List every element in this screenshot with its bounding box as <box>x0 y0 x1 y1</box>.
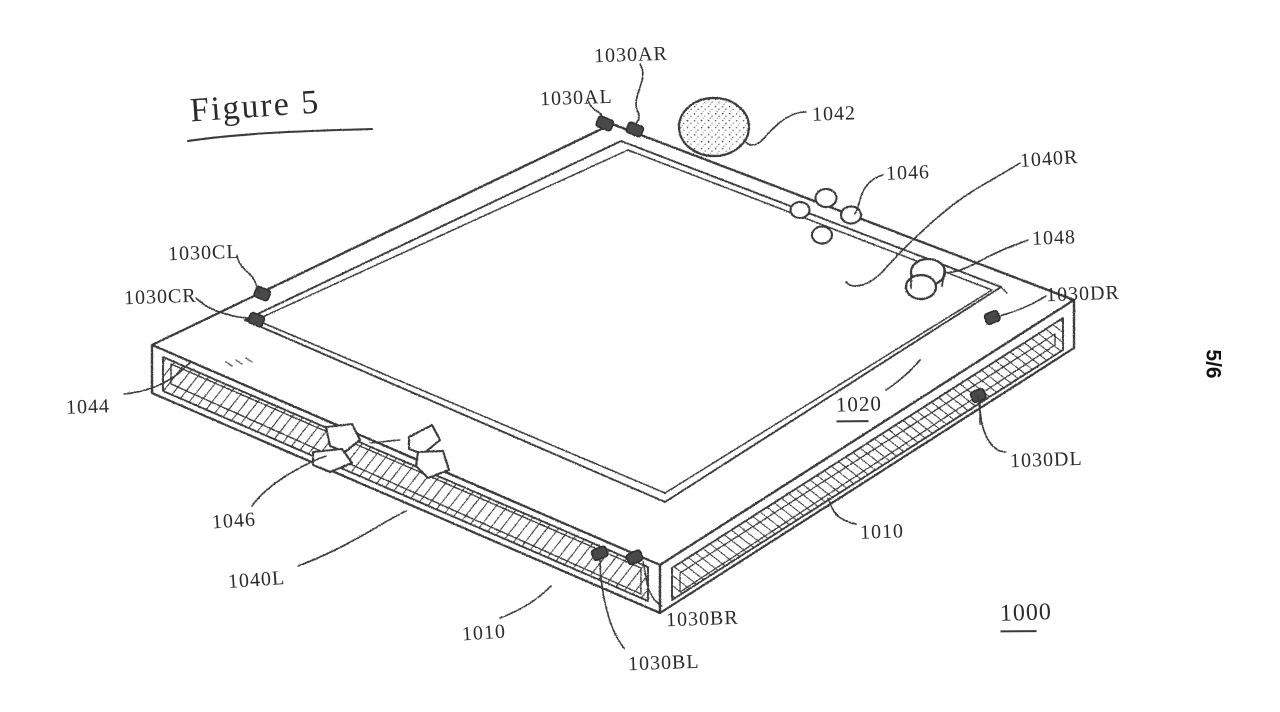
ref-1042-text: 1042 <box>811 102 857 126</box>
ref-1030dl-text: 1030DL <box>1009 447 1084 473</box>
ref-1048-text: 1048 <box>1031 226 1077 250</box>
right-bezel-panel <box>1000 286 1008 294</box>
ref-1030dl: 1030DL <box>1010 448 1083 474</box>
ref-1030cr-text: 1030CR <box>123 284 198 310</box>
ref-1030al-text: 1030AL <box>539 85 614 111</box>
ref-1000-underline <box>1000 630 1037 633</box>
ref-1040l-text: 1040L <box>227 567 286 593</box>
panel-micro-marks <box>225 357 253 367</box>
ref-1044: 1044 <box>66 395 111 420</box>
speaker-grille <box>677 96 751 158</box>
left-vent <box>162 356 649 602</box>
ref-1030al: 1030AL <box>540 86 613 112</box>
bottom-corner-right-marker <box>625 549 644 566</box>
ref-1010-r: 1010 <box>860 520 905 545</box>
ref-1000-text: 1000 <box>999 599 1053 627</box>
ref-1030ar: 1030AR <box>594 43 669 69</box>
ref-1046-l: 1046 <box>211 508 256 534</box>
figure-title-underline <box>186 127 374 143</box>
ref-1010-b: 1010 <box>461 620 506 646</box>
top-corner-left-marker <box>595 115 615 132</box>
ref-1030dr: 1030DR <box>1046 282 1121 308</box>
ref-1030cr: 1030CR <box>124 285 197 311</box>
ref-1020: 1020 <box>835 391 882 423</box>
ref-1000: 1000 <box>999 599 1052 633</box>
ref-1010-r-text: 1010 <box>859 520 905 544</box>
page-number: 5/6 <box>1201 349 1225 379</box>
ref-1030dr-text: 1030DR <box>1045 281 1121 307</box>
ref-1030bl: 1030BL <box>628 651 700 676</box>
button-cluster[interactable] <box>789 187 863 245</box>
ref-1030br: 1030BR <box>666 607 739 633</box>
right-vent <box>671 317 1064 601</box>
ref-1030br-text: 1030BR <box>665 606 740 632</box>
ref-1046-r-text: 1046 <box>885 161 931 185</box>
ref-1040l: 1040L <box>227 567 286 594</box>
top-corner-right-marker <box>625 121 645 138</box>
ref-1046-l-text: 1046 <box>211 508 257 534</box>
ref-1042: 1042 <box>812 102 857 127</box>
fan-icon <box>311 422 451 480</box>
ref-1010-b-text: 1010 <box>461 620 507 646</box>
control-knob[interactable] <box>904 257 947 301</box>
ref-1030cl-text: 1030CL <box>167 240 240 266</box>
ref-1020-underline <box>836 420 869 423</box>
right-corner-marker <box>983 309 1001 326</box>
ref-1030ar-text: 1030AR <box>593 42 669 68</box>
ref-1040r-text: 1040R <box>1019 145 1080 173</box>
ref-1020-text: 1020 <box>835 391 883 417</box>
ref-1044-text: 1044 <box>65 395 111 419</box>
leader-lines <box>123 63 1047 649</box>
corner-markers <box>247 115 1001 566</box>
ref-1030cl: 1030CL <box>168 241 240 266</box>
bottom-corner-left-marker <box>590 545 609 562</box>
left-corner-lower-marker <box>247 311 266 328</box>
ref-1048: 1048 <box>1032 226 1077 251</box>
ref-1046-r: 1046 <box>886 161 931 186</box>
ref-1030bl-text: 1030BL <box>627 650 700 676</box>
ref-1040r: 1040R <box>1019 146 1079 173</box>
